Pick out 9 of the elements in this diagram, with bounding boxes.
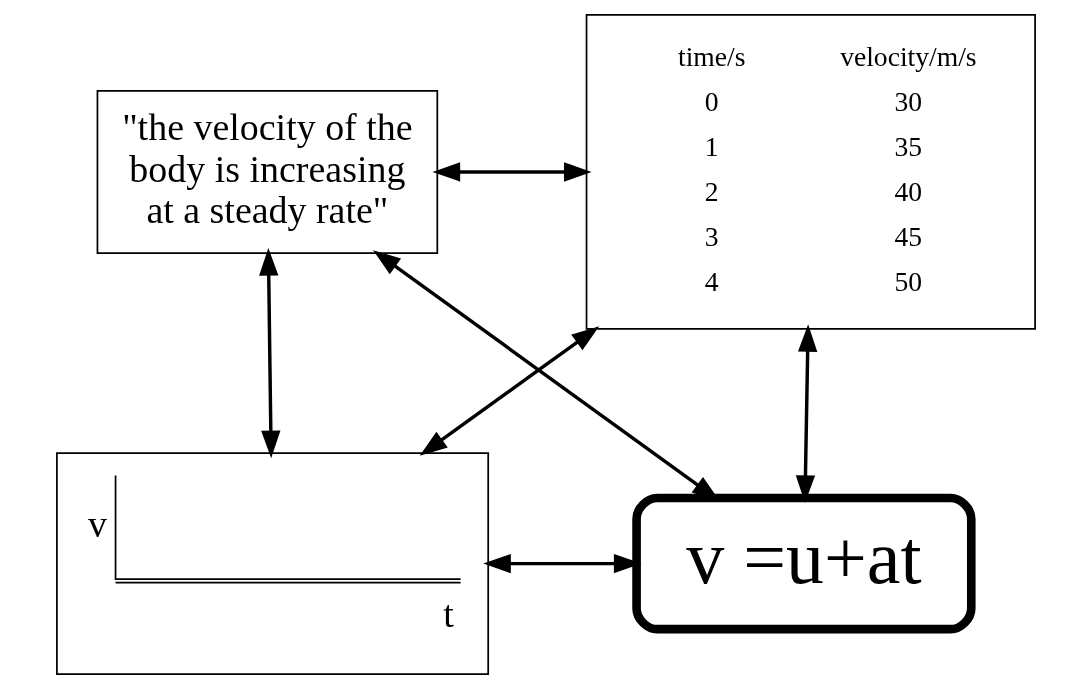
arrow xyxy=(258,247,280,459)
arrow xyxy=(419,326,599,456)
node-box: time/s velocity/m/s 0 30 1 35 2 40 3 45 4 50 xyxy=(585,14,1036,330)
arrow xyxy=(432,162,592,182)
node-box: "the velocity of the body is increasing at a steady rate" xyxy=(96,90,438,254)
arrow xyxy=(795,324,817,503)
node-box: v =u+at xyxy=(631,493,976,634)
arrow xyxy=(482,553,642,574)
node-box: v t xyxy=(55,452,489,675)
